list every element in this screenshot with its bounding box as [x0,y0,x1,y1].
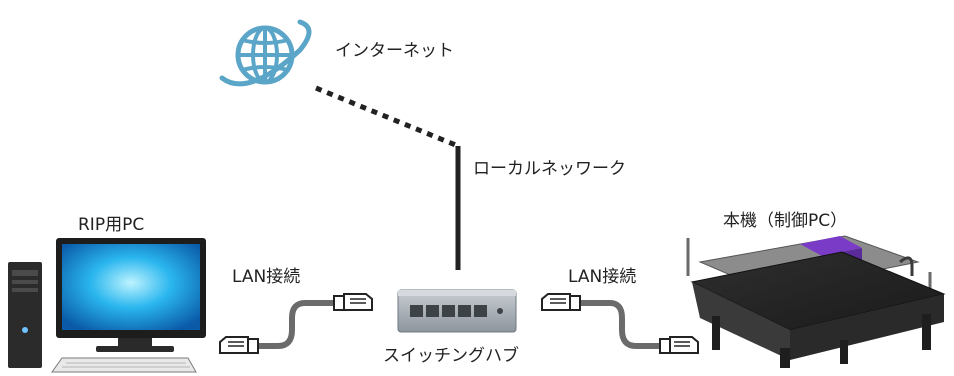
internet-link [315,85,459,149]
lan-plug-icon [659,336,699,354]
internet-label: インターネット [335,41,454,61]
lan-left-label: LAN接続 [232,267,301,287]
lan-plug-icon [333,293,373,311]
printer-icon [686,235,946,368]
hub-icon [397,289,517,333]
lan-plug-icon [541,293,581,311]
lan-cable-left [219,293,373,354]
switching-hub-label: スイッチングハブ [383,346,519,366]
lan-right-label: LAN接続 [568,267,637,287]
rip-pc-label: RIP用PC [78,215,145,235]
machine-label: 本機（制御PC） [723,211,848,231]
lan-cable-right [541,293,699,354]
globe-icon [219,19,312,87]
local-network-label: ローカルネッワーク [473,159,626,179]
lan-plug-icon [219,336,259,354]
pc-icon [8,238,206,373]
